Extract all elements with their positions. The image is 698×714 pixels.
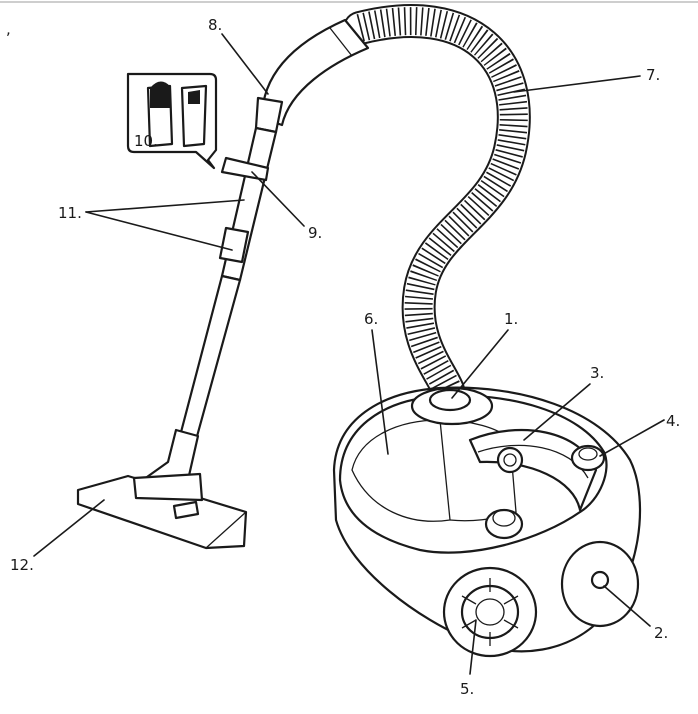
callout-11: 11. [58, 204, 82, 222]
callout-8: 8. [208, 16, 222, 34]
leader-11a [85, 199, 245, 213]
callout-10: 10. [134, 132, 158, 150]
leader-8 [221, 33, 269, 95]
vacuum-body [332, 386, 642, 658]
leader-5 [469, 619, 477, 675]
leader-1 [451, 329, 509, 399]
callout-labels: 1. 2. 3. 4. 5. 6. 7. 8. 9. 10. 11. 12. [10, 16, 680, 698]
leader-lines [33, 33, 665, 675]
hose-handle [254, 18, 370, 134]
floor-nozzle [76, 428, 248, 550]
leader-11b [85, 211, 233, 251]
accessory-inset [126, 72, 218, 170]
leader-12 [33, 499, 105, 557]
callout-4: 4. [666, 412, 680, 430]
callout-5: 5. [460, 680, 474, 698]
wand-clip [220, 156, 270, 182]
leader-9 [251, 171, 305, 227]
callout-6: 6. [364, 310, 378, 328]
leader-2 [603, 585, 651, 627]
callout-1: 1. [504, 310, 518, 328]
leader-6 [371, 329, 389, 455]
leader-3 [523, 383, 591, 441]
callout-3: 3. [590, 364, 604, 382]
corner-mark: , [6, 20, 11, 38]
hose [343, 4, 531, 407]
callout-12: 12. [10, 556, 34, 574]
callout-7: 7. [646, 66, 660, 84]
leader-4 [599, 419, 665, 457]
leader-7 [513, 75, 641, 93]
callout-9: 9. [308, 224, 322, 242]
hose-ribs [356, 7, 528, 396]
callout-2: 2. [654, 624, 668, 642]
